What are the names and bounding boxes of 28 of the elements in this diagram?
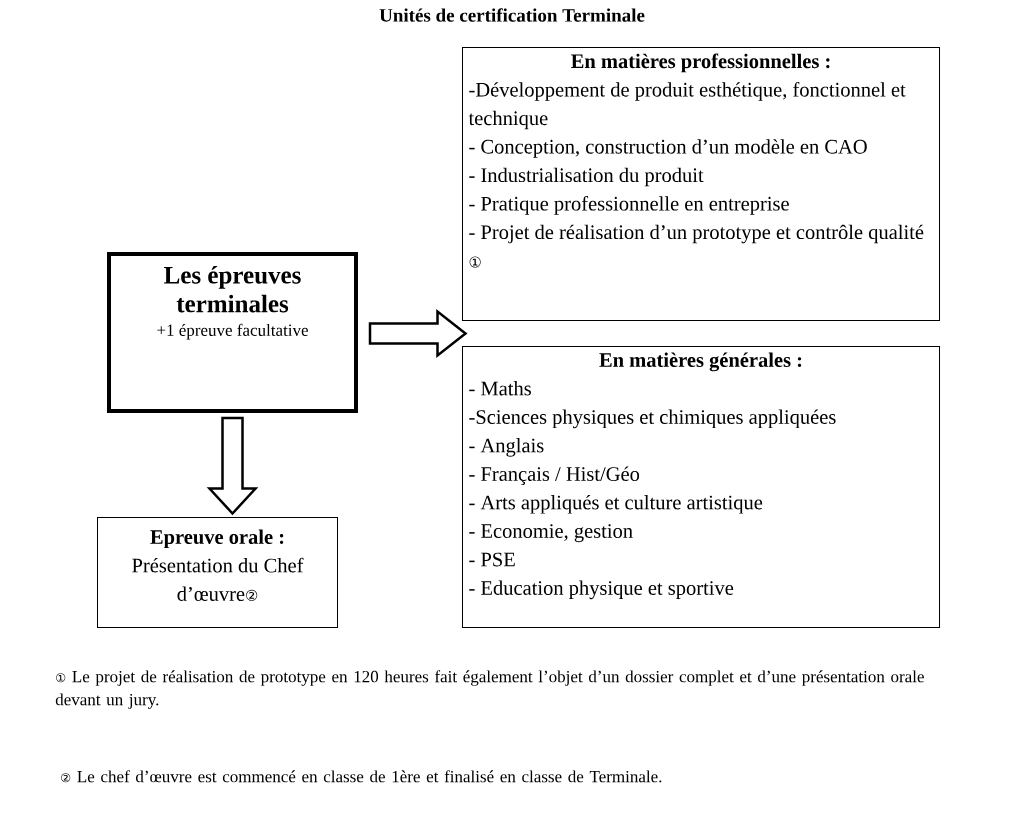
footnote: ① Le projet de réalisation de prototype en 120 heures fait également l’objet d’un dossier complet et d’une présentation orale devant un jury. xyxy=(55,670,924,709)
process-box xyxy=(97,517,338,628)
process-box xyxy=(107,252,358,413)
list-item: - Education physique et sportive xyxy=(469,580,734,600)
list-item: Présentation du Chef d’œuvre② xyxy=(132,557,304,601)
list-item: - Conception, construction d’un modèle en CAO xyxy=(469,139,867,158)
list-item: - PSE xyxy=(469,552,515,567)
list-item: - Projet de réalisation d’un prototype et contrôle qualité ① xyxy=(469,224,924,268)
block-arrow xyxy=(368,308,468,359)
list-item: - Arts appliqués et culture artistique xyxy=(469,494,763,514)
list-item: - Anglais xyxy=(469,438,544,457)
process-box xyxy=(462,346,940,628)
box-heading: En matières générales : xyxy=(599,352,802,372)
list-item: - Maths xyxy=(469,381,531,396)
box-heading: Epreuve orale : xyxy=(150,529,284,549)
title: Unités de certification Terminale xyxy=(379,8,645,22)
list-item: +1 épreuve facultative xyxy=(157,323,308,340)
box-heading: En matières professionnelles : xyxy=(571,53,830,73)
footnote: ② Le chef d’œuvre est commencé en classe de 1ère et finalisé en classe de Terminale. xyxy=(61,770,662,783)
list-item: -Développement de produit esthétique, fonctionnel et technique xyxy=(468,82,906,130)
list-item: - Economie, gestion xyxy=(469,524,633,543)
list-item: - Pratique professionnelle en entreprise xyxy=(469,196,789,215)
process-box xyxy=(462,47,940,321)
list-item: -Sciences physiques et chimiques appliquées xyxy=(469,409,836,429)
list-item: - Industrialisation du produit xyxy=(469,167,704,187)
box-heading: Les épreuves terminales xyxy=(164,266,301,313)
list-item: - Français / Hist/Géo xyxy=(469,466,640,486)
block-arrow xyxy=(206,416,259,516)
